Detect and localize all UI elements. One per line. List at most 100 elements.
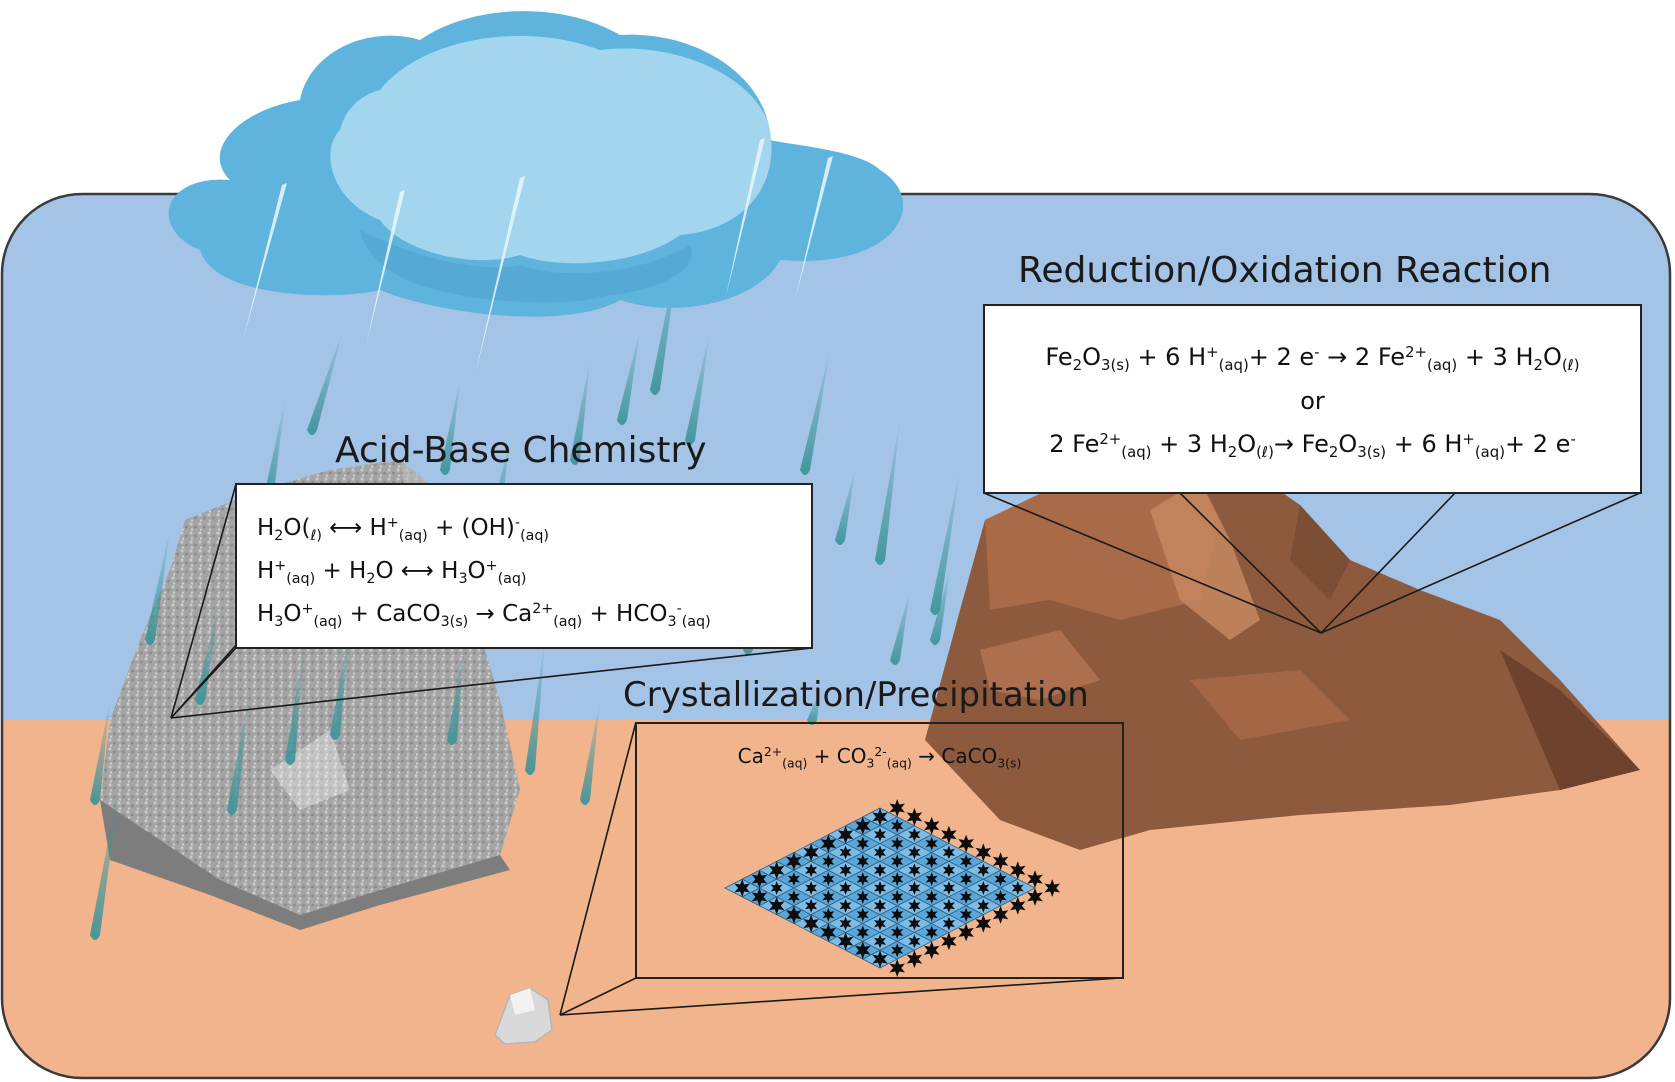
carbonate-ion-mark bbox=[1027, 887, 1043, 906]
carbonate-ion-mark bbox=[891, 925, 904, 940]
pebble-icon bbox=[494, 987, 553, 1045]
carbonate-ion-mark bbox=[856, 836, 869, 851]
carbonate-ion-mark bbox=[822, 872, 835, 887]
carbonate-ion-mark bbox=[891, 854, 904, 869]
carbonate-ion-mark bbox=[977, 898, 990, 913]
acid-base-title: Acid-Base Chemistry bbox=[335, 430, 707, 471]
carbonate-ion-mark bbox=[855, 941, 871, 960]
carbonate-ion-mark bbox=[908, 898, 921, 913]
rain-drop-icon bbox=[440, 380, 460, 475]
carbonate-ion-mark bbox=[923, 941, 940, 960]
callout-lines bbox=[170, 483, 1641, 1016]
carbonate-ion-mark bbox=[856, 907, 869, 922]
carbonate-ion-mark bbox=[1011, 881, 1024, 895]
carbonate-ion-mark bbox=[786, 852, 802, 871]
carbonate-ion-mark bbox=[734, 879, 750, 897]
acid-base-equation-2: H+(aq) + H2O ⟷ H3O+(aq) bbox=[257, 558, 527, 587]
rain-drop-icon bbox=[307, 330, 343, 435]
acid-base-equation-3: H3O+(aq) + CaCO3(s) → Ca2+(aq) + HCO3-(a… bbox=[257, 601, 711, 630]
carbonate-ion-mark bbox=[906, 807, 923, 826]
carbonate-ion-mark bbox=[839, 881, 852, 895]
carbonate-ion-mark bbox=[992, 852, 1009, 871]
carbonate-ion-mark bbox=[872, 807, 888, 826]
carbonate-ion-mark bbox=[803, 914, 819, 933]
carbonate-ion-mark bbox=[786, 905, 802, 924]
carbonate-ion-mark bbox=[873, 827, 887, 842]
carbonate-ion-mark bbox=[822, 907, 835, 922]
carbonate-ion-mark bbox=[1010, 896, 1026, 915]
carbonate-ion-mark bbox=[1010, 861, 1026, 880]
rain-drop-icon bbox=[807, 690, 820, 725]
carbonate-ion-mark bbox=[908, 916, 921, 931]
carbonate-ion-mark bbox=[873, 916, 887, 931]
carbonate-ion-mark bbox=[873, 881, 887, 895]
carbonate-ion-mark bbox=[873, 934, 887, 949]
acid-base-equation-box: H2O(ℓ) ⟷ H+(aq) + (OH)-(aq) H+(aq) + H2O… bbox=[235, 483, 813, 649]
crystal-lattice-icon bbox=[724, 799, 1060, 977]
carbonate-ion-mark bbox=[873, 898, 887, 913]
carbonate-ion-mark bbox=[1044, 879, 1060, 897]
carbonate-ion-mark bbox=[958, 834, 974, 853]
rain-drop-icon bbox=[195, 600, 220, 705]
carbonate-ion-mark bbox=[941, 932, 957, 951]
carbonate-ion-mark bbox=[856, 889, 869, 904]
rain-drop-icon bbox=[617, 330, 640, 425]
carbonate-ion-mark bbox=[925, 836, 938, 851]
carbonate-ion-mark bbox=[856, 872, 869, 887]
carbonate-ion-mark bbox=[837, 825, 854, 844]
carbonate-ion-mark bbox=[768, 896, 785, 915]
rain-drop-icon bbox=[330, 625, 350, 740]
carbonate-ion-mark bbox=[889, 799, 905, 817]
carbonate-ion-mark bbox=[925, 907, 938, 922]
carbonate-ion-mark bbox=[805, 898, 818, 913]
carbonate-ion-mark bbox=[994, 872, 1007, 887]
carbonate-ion-mark bbox=[787, 872, 800, 887]
carbonate-ion-mark bbox=[908, 934, 921, 949]
carbonate-ion-mark bbox=[908, 845, 921, 860]
carbonate-ion-mark bbox=[1027, 870, 1043, 889]
carbonate-ion-mark bbox=[856, 925, 869, 940]
carbonate-ion-mark bbox=[925, 889, 938, 904]
rain-drop-icon bbox=[263, 400, 285, 505]
carbonate-ion-mark bbox=[751, 887, 768, 906]
rain-drop-icon bbox=[285, 640, 305, 765]
carbonate-ion-mark bbox=[839, 863, 852, 878]
rain-drop-icon bbox=[90, 780, 120, 940]
carbonate-ion-mark bbox=[787, 889, 800, 904]
carbonate-ion-mark bbox=[891, 943, 904, 958]
carbonate-ion-mark bbox=[891, 818, 904, 833]
rain-drop-icon bbox=[90, 700, 110, 805]
rain-drop-icon bbox=[227, 690, 250, 815]
carbonate-ion-mark bbox=[994, 889, 1007, 904]
rain-drop-icon bbox=[447, 640, 465, 745]
carbonate-ion-mark bbox=[925, 872, 938, 887]
carbonate-ion-mark bbox=[960, 907, 973, 922]
redox-title: Reduction/Oxidation Reaction bbox=[1018, 250, 1552, 291]
crystallization-title: Crystallization/Precipitation bbox=[623, 675, 1089, 715]
crystallization-equation-1: Ca2+(aq) + CO32-(aq) → CaCO3(s) bbox=[737, 744, 1022, 771]
carbonate-ion-mark bbox=[975, 914, 992, 933]
carbonate-ion-mark bbox=[958, 923, 974, 942]
carbonate-ion-mark bbox=[942, 898, 955, 913]
carbonate-ion-mark bbox=[822, 854, 835, 869]
redox-equation-box: Fe2O3(s) + 6 H+(aq)+ 2 e- → 2 Fe2+(aq) +… bbox=[983, 304, 1642, 494]
carbonate-ion-mark bbox=[925, 925, 938, 940]
carbonate-ion-mark bbox=[942, 863, 955, 878]
carbonate-ion-mark bbox=[908, 827, 921, 842]
carbonate-ion-mark bbox=[942, 845, 955, 860]
rain-drop-icon bbox=[685, 330, 710, 445]
carbonate-ion-mark bbox=[960, 872, 973, 887]
carbonate-ion-mark bbox=[856, 854, 869, 869]
carbonate-ion-mark bbox=[839, 916, 852, 931]
carbonate-ion-mark bbox=[925, 854, 938, 869]
carbonate-ion-mark bbox=[770, 881, 783, 895]
carbonate-ion-mark bbox=[992, 905, 1009, 924]
carbonate-ion-mark bbox=[873, 863, 887, 878]
carbonate-ion-mark bbox=[891, 889, 904, 904]
carbonate-ion-mark bbox=[805, 881, 818, 895]
carbonate-ion-mark bbox=[942, 881, 955, 895]
rain-drop-icon bbox=[580, 700, 600, 805]
acid-base-equation-1: H2O(ℓ) ⟷ H+(aq) + (OH)-(aq) bbox=[257, 515, 549, 544]
carbonate-ion-mark bbox=[891, 872, 904, 887]
